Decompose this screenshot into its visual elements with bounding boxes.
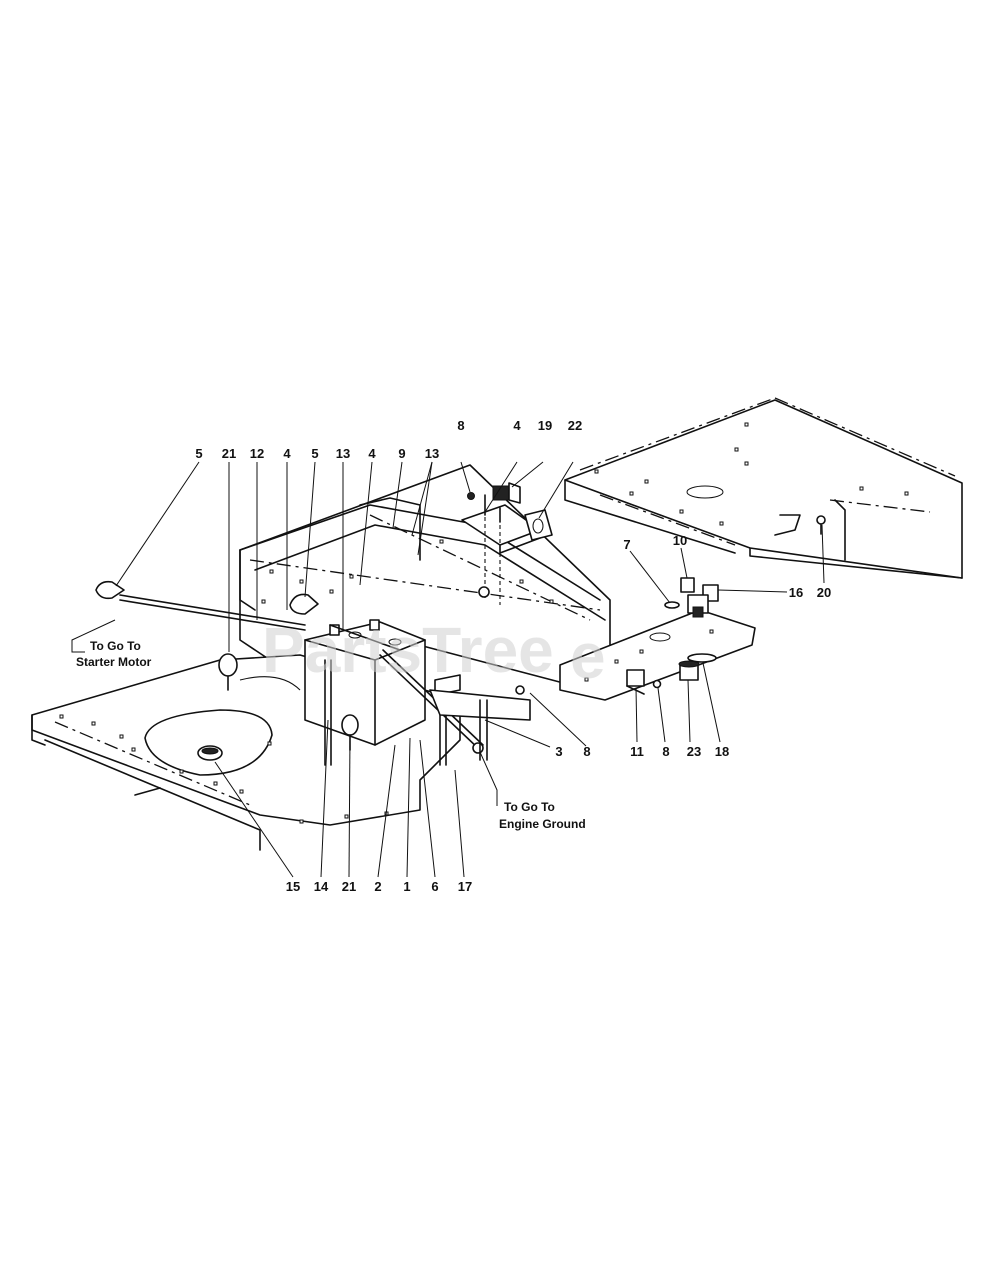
leader-lines — [71, 461, 825, 878]
callout-15: 15 — [286, 879, 300, 894]
callout-labels: 5 21 12 4 5 13 4 9 13 8 4 19 22 7 10 16 … — [195, 418, 831, 894]
note-starter-line1: To Go To — [90, 639, 141, 653]
dash-panel — [564, 397, 963, 579]
callout-5-mid: 5 — [311, 446, 318, 461]
callout-22: 22 — [568, 418, 582, 433]
front-bracket — [429, 685, 531, 761]
callout-21-top: 21 — [222, 446, 236, 461]
callout-9: 9 — [398, 446, 405, 461]
callout-3: 3 — [555, 744, 562, 759]
note-starter-line2: Starter Motor — [76, 655, 152, 669]
callout-23: 23 — [687, 744, 701, 759]
notes: To Go To Starter Motor To Go To Engine G… — [76, 639, 586, 831]
callout-21-bottom: 21 — [342, 879, 356, 894]
switch-plate — [559, 577, 756, 701]
callout-1: 1 — [403, 879, 410, 894]
callout-20: 20 — [817, 585, 831, 600]
callout-11: 11 — [630, 744, 644, 759]
relay-parts — [626, 515, 826, 695]
callout-6: 6 — [431, 879, 438, 894]
callout-2: 2 — [374, 879, 381, 894]
note-engine-line1: To Go To — [504, 800, 555, 814]
callout-19: 19 — [538, 418, 552, 433]
callout-16: 16 — [789, 585, 803, 600]
callout-4-mid: 4 — [368, 446, 376, 461]
terminals — [95, 580, 484, 754]
callout-4-top: 4 — [513, 418, 521, 433]
watermark-right: e — [570, 620, 606, 692]
callout-7: 7 — [623, 537, 630, 552]
callout-5-left: 5 — [195, 446, 202, 461]
callout-14: 14 — [314, 879, 329, 894]
callout-10: 10 — [673, 533, 687, 548]
callout-12: 12 — [250, 446, 264, 461]
note-engine-line2: Engine Ground — [499, 817, 586, 831]
upper-bracket — [461, 482, 553, 605]
callout-13-right: 13 — [425, 446, 439, 461]
watermark: PartsTree — [262, 614, 554, 686]
battery — [304, 619, 426, 746]
callout-18: 18 — [715, 744, 729, 759]
callout-4-left: 4 — [283, 446, 291, 461]
callout-17: 17 — [458, 879, 472, 894]
callout-8-top: 8 — [457, 418, 464, 433]
callout-8-right: 8 — [662, 744, 669, 759]
callout-8-mid: 8 — [583, 744, 590, 759]
callout-13-left: 13 — [336, 446, 350, 461]
